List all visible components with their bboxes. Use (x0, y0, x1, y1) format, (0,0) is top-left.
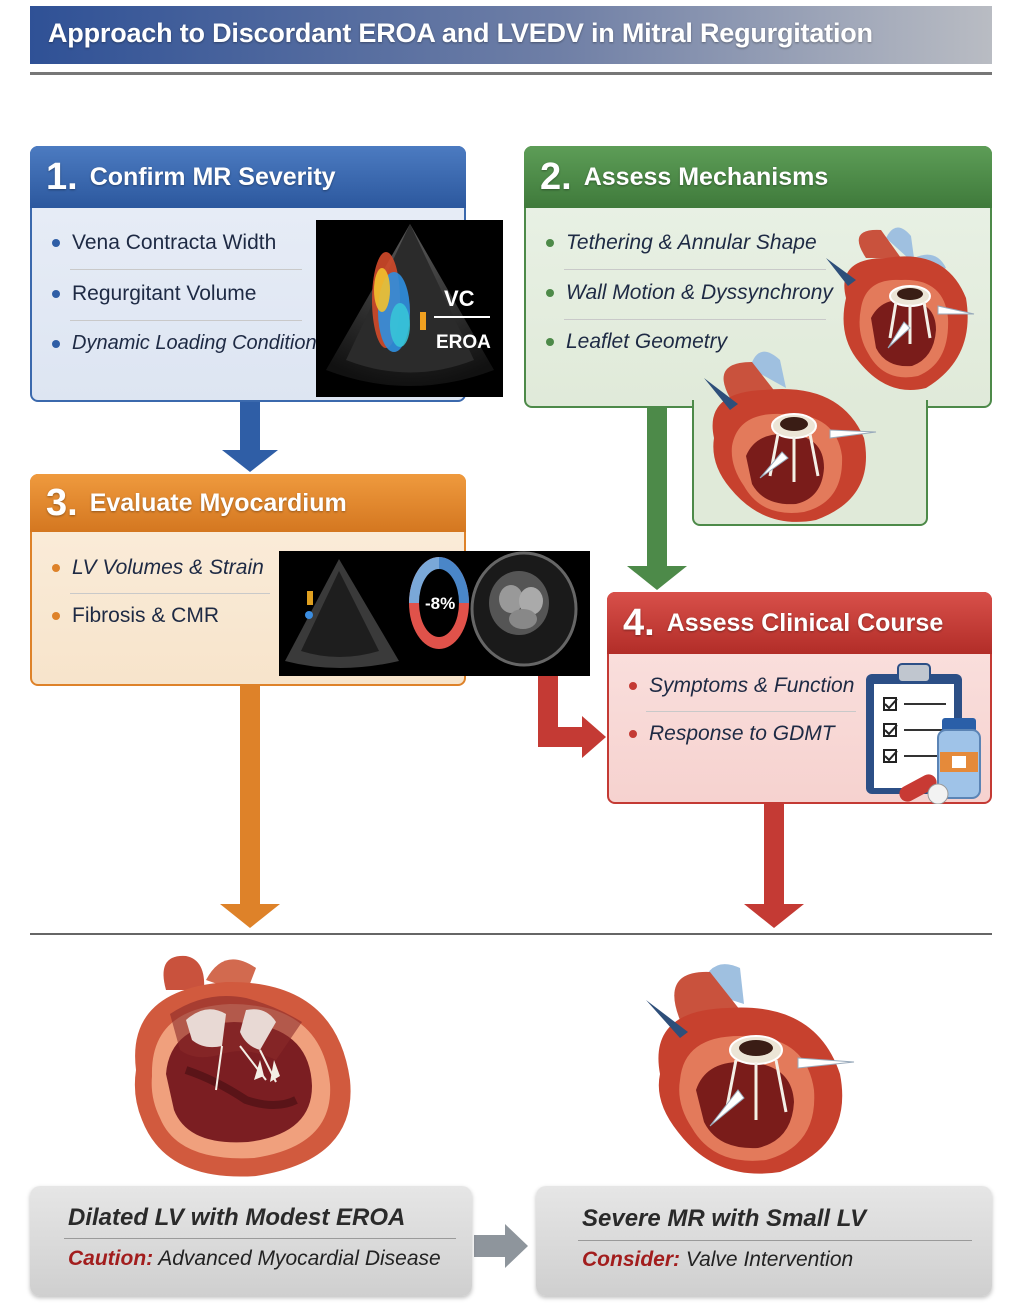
strain-value: -8% (425, 594, 455, 613)
arrow-outcome-head (505, 1224, 528, 1268)
arrow-1-to-3-shaft (240, 398, 260, 450)
step-1-item-1: Vena Contracta Width (52, 231, 276, 255)
divider (646, 711, 856, 712)
heart-illustration-icon (134, 955, 351, 1177)
page-title: Approach to Discordant EROA and LVEDV in… (48, 18, 873, 48)
arrow-4-down-head (744, 904, 804, 928)
heart-illustration-icon (826, 227, 975, 390)
divider (70, 593, 270, 594)
step-2-number: 2. (540, 155, 572, 198)
arrow-3-to-4-head (582, 716, 606, 758)
strain-cmr-image: -8% (279, 551, 590, 676)
outcome-right-text: Valve Intervention (685, 1248, 854, 1271)
pill-icon (899, 774, 949, 804)
divider (578, 1240, 972, 1241)
step-4-number: 4. (623, 601, 655, 644)
outcome-right-label: Consider: (582, 1248, 681, 1271)
arrow-3-down-shaft (240, 686, 260, 904)
outcome-left-text: Advanced Myocardial Disease (158, 1247, 441, 1270)
heart-illustration-icon (704, 351, 877, 522)
outcome-left-label: Caution: (68, 1247, 154, 1270)
medication-bottle-icon (937, 718, 981, 799)
arrow-3-to-4-shaft (538, 676, 584, 747)
outcome-right-title: Severe MR with Small LV (582, 1205, 867, 1232)
step-2-item-3: Leaflet Geometry (546, 330, 727, 354)
step-4-header: 4. Assess Clinical Course (607, 592, 992, 654)
eroa-label: EROA (436, 332, 491, 353)
step-4-title: Assess Clinical Course (666, 608, 944, 637)
outcome-right-note: Consider: Valve Intervention (582, 1248, 853, 1272)
step-1-item-2: Regurgitant Volume (52, 282, 256, 306)
step-3-header: 3. Evaluate Myocardium (30, 474, 466, 532)
step-4-item-2: Response to GDMT (629, 722, 835, 746)
step-1-title: Confirm MR Severity (89, 162, 336, 191)
step-1-number: 1. (46, 155, 78, 198)
outcome-left-box (30, 1186, 472, 1296)
step-1-item-3: Dynamic Loading Conditions (52, 332, 327, 355)
outcome-divider (30, 933, 992, 935)
step-3-title: Evaluate Myocardium (89, 488, 347, 517)
step-2-item-2: Wall Motion & Dyssynchrony (546, 281, 833, 305)
outcome-left-note: Caution: Advanced Myocardial Disease (68, 1247, 441, 1271)
divider (564, 319, 826, 320)
divider (564, 269, 826, 270)
echo-doppler-icon: VC EROA (326, 224, 494, 386)
step-3-item-2: Fibrosis & CMR (52, 604, 219, 628)
arrow-2-to-4-shaft (647, 398, 667, 566)
step-4-item-1: Symptoms & Function (629, 674, 854, 698)
step-3-number: 3. (46, 481, 78, 524)
step-2-title: Assess Mechanisms (583, 162, 829, 191)
step-2-item-1: Tethering & Annular Shape (546, 231, 817, 255)
arrow-3-down-head (220, 904, 280, 928)
outcome-left-title: Dilated LV with Modest EROA (68, 1204, 406, 1231)
step-1-header: 1. Confirm MR Severity (30, 146, 466, 208)
heart-illustration-icon (646, 964, 855, 1174)
arrow-outcome-shaft (474, 1235, 508, 1257)
step-3-item-1: LV Volumes & Strain (52, 556, 264, 580)
vc-label: VC (444, 286, 475, 311)
outcome-right-box (536, 1186, 992, 1296)
divider (70, 320, 302, 321)
arrow-2-to-4-head (627, 566, 687, 590)
step-2-header: 2. Assess Mechanisms (524, 146, 992, 208)
title-bar (30, 6, 992, 64)
arrow-4-down-shaft (764, 804, 784, 904)
divider (64, 1238, 456, 1239)
echo-doppler-image: VC EROA (316, 220, 503, 397)
title-divider (30, 72, 992, 75)
arrow-1-to-3-head (222, 450, 278, 472)
divider (70, 269, 302, 270)
